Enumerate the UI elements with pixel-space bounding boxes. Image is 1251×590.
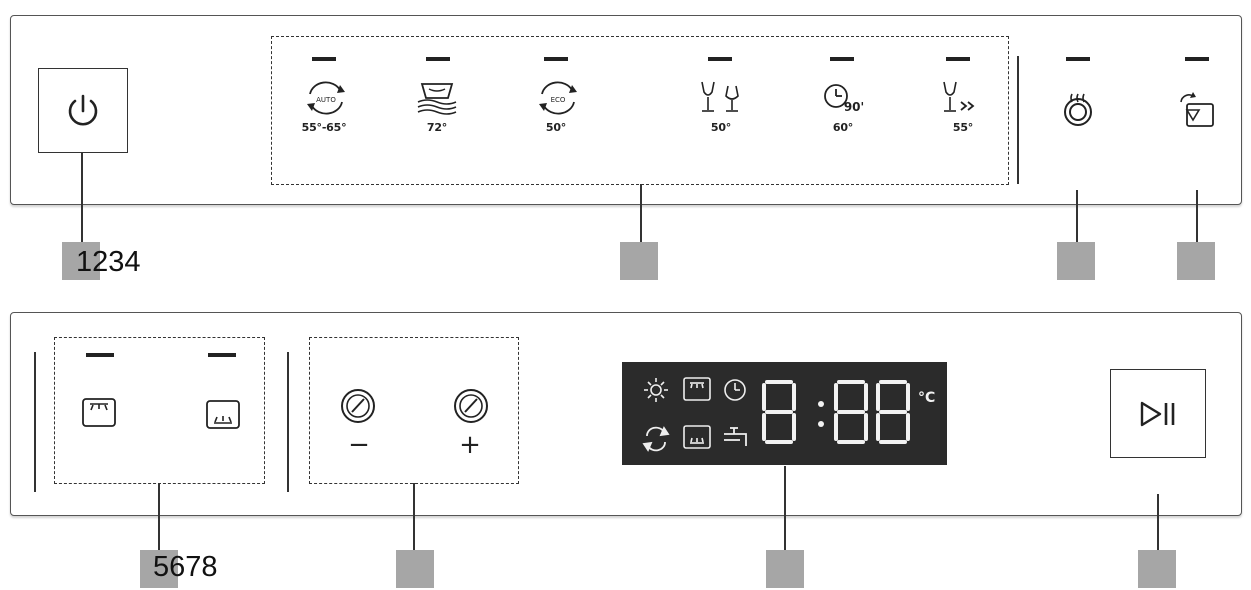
leader-line bbox=[158, 483, 160, 551]
eco-cycle-icon: ECO bbox=[539, 81, 577, 115]
callout-marker-display bbox=[766, 550, 804, 588]
program-indicator-bar bbox=[946, 57, 970, 61]
sun-icon bbox=[644, 378, 668, 402]
callout-marker-extra-dry bbox=[1057, 242, 1095, 280]
callout-marker-programs bbox=[620, 242, 658, 280]
leader-line bbox=[784, 466, 786, 551]
upper-rack-icon bbox=[683, 377, 711, 401]
lower-zone-button[interactable] bbox=[204, 398, 242, 432]
increase-knob[interactable] bbox=[451, 386, 491, 426]
program-indicator-bar bbox=[830, 57, 854, 61]
door-open-button[interactable] bbox=[1175, 90, 1219, 130]
salt-tap-icon bbox=[724, 427, 747, 446]
panel-divider bbox=[287, 352, 289, 492]
intensive-pot-icon bbox=[417, 83, 457, 115]
leader-line bbox=[1076, 190, 1078, 242]
program-intensive-temp: 72° bbox=[426, 121, 448, 134]
program-auto-button[interactable]: AUTO bbox=[300, 78, 352, 138]
program-indicator-bar bbox=[544, 57, 568, 61]
upper-basket-icon bbox=[82, 398, 116, 427]
top-control-panel bbox=[10, 15, 1242, 205]
door-open-indicator-bar bbox=[1185, 57, 1209, 61]
power-icon bbox=[68, 94, 98, 126]
program-auto-temp: 55°-65° bbox=[301, 121, 347, 134]
program-indicator-bar bbox=[708, 57, 732, 61]
leader-line bbox=[81, 152, 83, 242]
callout-marker-power bbox=[62, 242, 100, 280]
program-eco-temp: 50° bbox=[545, 121, 567, 134]
colon-dot bbox=[818, 421, 824, 427]
leader-line bbox=[1157, 494, 1159, 551]
program-indicator-bar bbox=[426, 57, 450, 61]
plus-label: + bbox=[459, 430, 481, 460]
svg-text:90': 90' bbox=[844, 100, 864, 114]
knob-icon bbox=[454, 389, 488, 423]
program-rapid-temp: 55° bbox=[952, 121, 974, 134]
digital-display: °C bbox=[622, 362, 947, 465]
power-button[interactable] bbox=[38, 68, 128, 153]
start-pause-button[interactable] bbox=[1110, 369, 1206, 458]
leader-line bbox=[413, 483, 415, 551]
lower-rack-icon bbox=[683, 425, 711, 449]
extra-dry-icon bbox=[1064, 93, 1092, 126]
timer-icon bbox=[724, 379, 746, 401]
decrease-knob[interactable] bbox=[338, 386, 378, 426]
program-glass-button[interactable] bbox=[696, 78, 746, 118]
program-indicator-bar bbox=[312, 57, 336, 61]
panel-divider bbox=[34, 352, 36, 492]
leader-line bbox=[1196, 190, 1198, 242]
upper-zone-button[interactable] bbox=[80, 396, 118, 430]
callout-label-zones: 5678 bbox=[153, 551, 218, 583]
program-glass-temp: 50° bbox=[710, 121, 732, 134]
program-90min-button[interactable]: 90' bbox=[818, 78, 872, 118]
program-intensive-button[interactable] bbox=[412, 78, 462, 118]
minus-label: − bbox=[348, 430, 370, 460]
knob-icon bbox=[341, 389, 375, 423]
temperature-unit: °C bbox=[918, 390, 935, 406]
extra-dry-button[interactable] bbox=[1058, 90, 1098, 130]
svg-text:AUTO: AUTO bbox=[316, 96, 336, 104]
rapid-glass-icon bbox=[943, 81, 975, 112]
auto-cycle-icon: AUTO bbox=[307, 81, 345, 115]
panel-divider bbox=[1017, 56, 1019, 184]
callout-marker-knobs bbox=[396, 550, 434, 588]
leader-line bbox=[640, 184, 642, 244]
play-pause-icon bbox=[1140, 401, 1175, 426]
callout-marker-start bbox=[1138, 550, 1176, 588]
door-open-icon bbox=[1180, 92, 1214, 127]
rinse-aid-icon bbox=[642, 426, 670, 452]
lower-zone-indicator-bar bbox=[208, 353, 236, 357]
wash-zone-area bbox=[54, 337, 265, 484]
program-rapid-button[interactable] bbox=[936, 78, 986, 118]
upper-zone-indicator-bar bbox=[86, 353, 114, 357]
program-selection-area bbox=[271, 36, 1009, 185]
glass-icon bbox=[701, 81, 739, 112]
callout-marker-door-open bbox=[1177, 242, 1215, 280]
svg-text:ECO: ECO bbox=[551, 96, 566, 104]
callout-label-power: 1234 bbox=[76, 246, 141, 278]
colon-dot bbox=[818, 401, 824, 407]
clock-90-icon: 90' bbox=[824, 84, 864, 114]
extra-dry-indicator-bar bbox=[1066, 57, 1090, 61]
program-eco-button[interactable]: ECO bbox=[532, 78, 584, 118]
lower-basket-icon bbox=[206, 400, 240, 429]
program-90min-temp: 60° bbox=[832, 121, 854, 134]
callout-marker-zones bbox=[140, 550, 178, 588]
time-digits bbox=[762, 380, 910, 444]
